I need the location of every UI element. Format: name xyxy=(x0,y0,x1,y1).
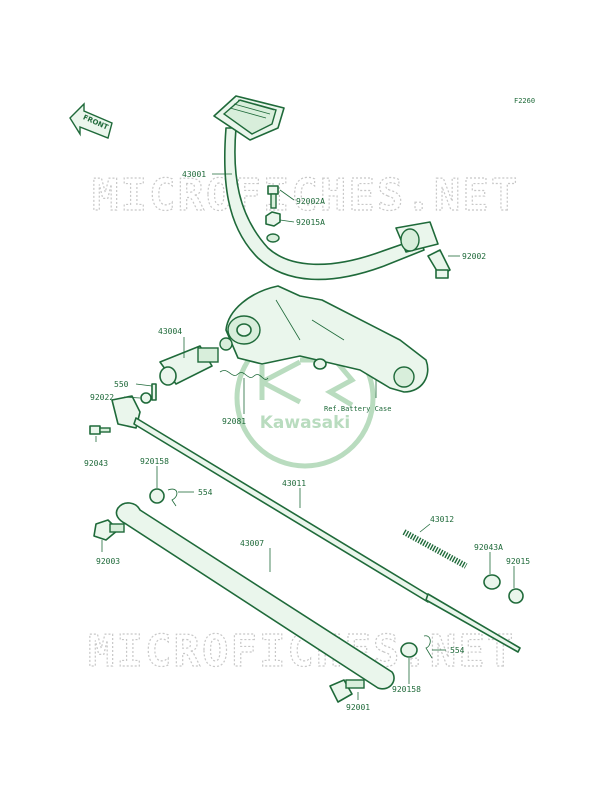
label-92002a: 92002A xyxy=(296,197,325,206)
nut-92015a xyxy=(265,211,281,243)
logo-text: Kawasaki xyxy=(260,413,351,433)
lever-43004 xyxy=(159,337,233,386)
diagram-code: F2260 xyxy=(514,97,535,105)
collar-92043a xyxy=(483,574,501,590)
brake-pedal xyxy=(213,95,439,281)
label-92002: 92002 xyxy=(462,252,486,261)
label-43007: 43007 xyxy=(240,539,264,548)
bolt-92002a xyxy=(267,185,279,209)
nut-92015 xyxy=(508,588,524,604)
label-92003: 92003 xyxy=(96,557,120,566)
label-920158-left: 920158 xyxy=(140,457,169,466)
clip-554-left xyxy=(167,488,178,507)
label-43012: 43012 xyxy=(430,515,454,524)
label-92015: 92015 xyxy=(506,557,530,566)
pedal-bracket xyxy=(225,285,429,393)
reference-note: Ref.Battery Case xyxy=(324,405,391,413)
label-43011: 43011 xyxy=(282,479,306,488)
label-92001: 92001 xyxy=(346,703,370,712)
front-arrow-icon: FRONT xyxy=(69,102,113,139)
label-550: 550 xyxy=(114,380,129,389)
watermark-top: MICROFICHES.NET xyxy=(92,170,519,221)
bolt-92043 xyxy=(89,425,111,435)
label-920158-right: 920158 xyxy=(392,685,421,694)
collar-920158-left xyxy=(149,488,165,504)
leader-lines xyxy=(95,173,515,700)
label-554-left: 554 xyxy=(198,488,213,497)
label-43004: 43004 xyxy=(158,327,182,336)
label-92043: 92043 xyxy=(84,459,108,468)
label-92043a: 92043A xyxy=(474,543,503,552)
clip-554-right xyxy=(423,635,433,659)
spring-92081 xyxy=(219,370,269,380)
label-554-right: 554 xyxy=(450,646,465,655)
spring-43012 xyxy=(402,529,468,569)
rod-43011 xyxy=(111,395,521,653)
label-43001: 43001 xyxy=(182,170,206,179)
bolt-92001 xyxy=(329,679,365,703)
collar-920158-right xyxy=(400,642,418,658)
bolt-92003 xyxy=(93,519,125,541)
link-43007 xyxy=(115,502,395,690)
label-92022: 92022 xyxy=(90,393,114,402)
washer-92022 xyxy=(140,392,152,404)
bolt-92002 xyxy=(427,249,451,279)
label-92015a: 92015A xyxy=(296,218,325,227)
label-92081: 92081 xyxy=(222,417,246,426)
pin-550 xyxy=(151,383,157,401)
